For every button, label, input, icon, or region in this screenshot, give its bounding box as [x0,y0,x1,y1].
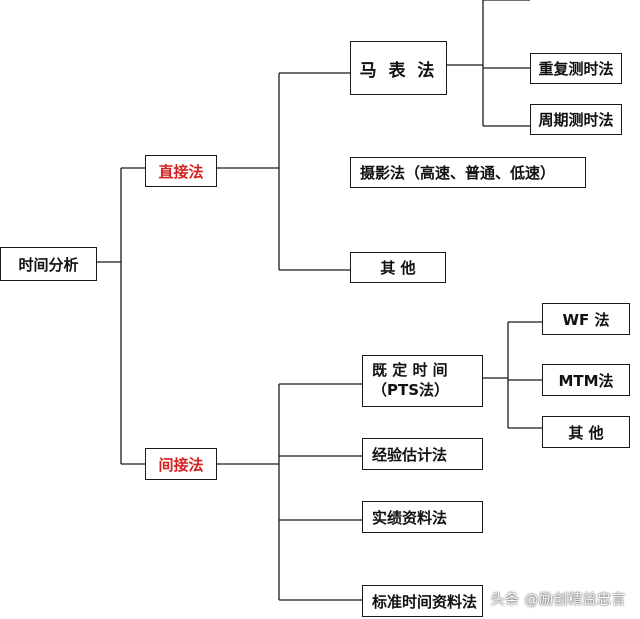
node-time-analysis-label: 时间分析 [18,255,79,274]
watermark-text: 头条 @励创精益忠言 [490,592,626,608]
node-performance-data-label: 实绩资料法 [372,508,448,527]
connector-stopwatch [447,0,530,127]
node-pts-method-label: 既 定 时 间 （PTS法） [372,361,450,399]
node-indirect-method: 间接法 [145,448,217,480]
node-other-pts-label: 其 他 [568,423,604,442]
node-stopwatch-method: 马 表 法 [350,41,447,95]
connector-root [97,167,145,465]
node-mtm-method: MTM法 [542,364,630,396]
node-other-direct: 其 他 [350,252,446,283]
node-time-analysis: 时间分析 [0,247,97,281]
node-standard-time-data: 标准时间资料法 [362,585,483,617]
node-other-direct-label: 其 他 [380,259,416,277]
node-experience-estimate: 经验估计法 [362,438,483,470]
connector-direct [217,72,350,271]
node-stopwatch-method-label: 马 表 法 [359,60,438,81]
node-other-pts: 其 他 [542,416,630,448]
node-periodic-timing-label: 周期测时法 [538,111,614,129]
node-wf-method-label: WF 法 [562,310,610,329]
connector-indirect [217,383,362,601]
connector-pts [483,321,542,429]
node-repetitive-timing-label: 重复测时法 [538,60,614,78]
node-direct-method: 直接法 [145,155,217,187]
node-mtm-method-label: MTM法 [558,371,614,390]
node-pts-method: 既 定 时 间 （PTS法） [362,355,483,407]
node-filming-method-label: 摄影法（高速、普通、低速） [360,164,556,182]
node-experience-estimate-label: 经验估计法 [372,445,448,464]
node-direct-method-label: 直接法 [158,162,204,181]
node-repetitive-timing: 重复测时法 [530,53,622,84]
node-periodic-timing: 周期测时法 [530,104,622,135]
node-indirect-method-label: 间接法 [158,455,204,474]
node-standard-time-data-label: 标准时间资料法 [372,592,478,611]
node-filming-method: 摄影法（高速、普通、低速） [350,157,586,188]
node-wf-method: WF 法 [542,303,630,335]
node-performance-data: 实绩资料法 [362,501,483,533]
